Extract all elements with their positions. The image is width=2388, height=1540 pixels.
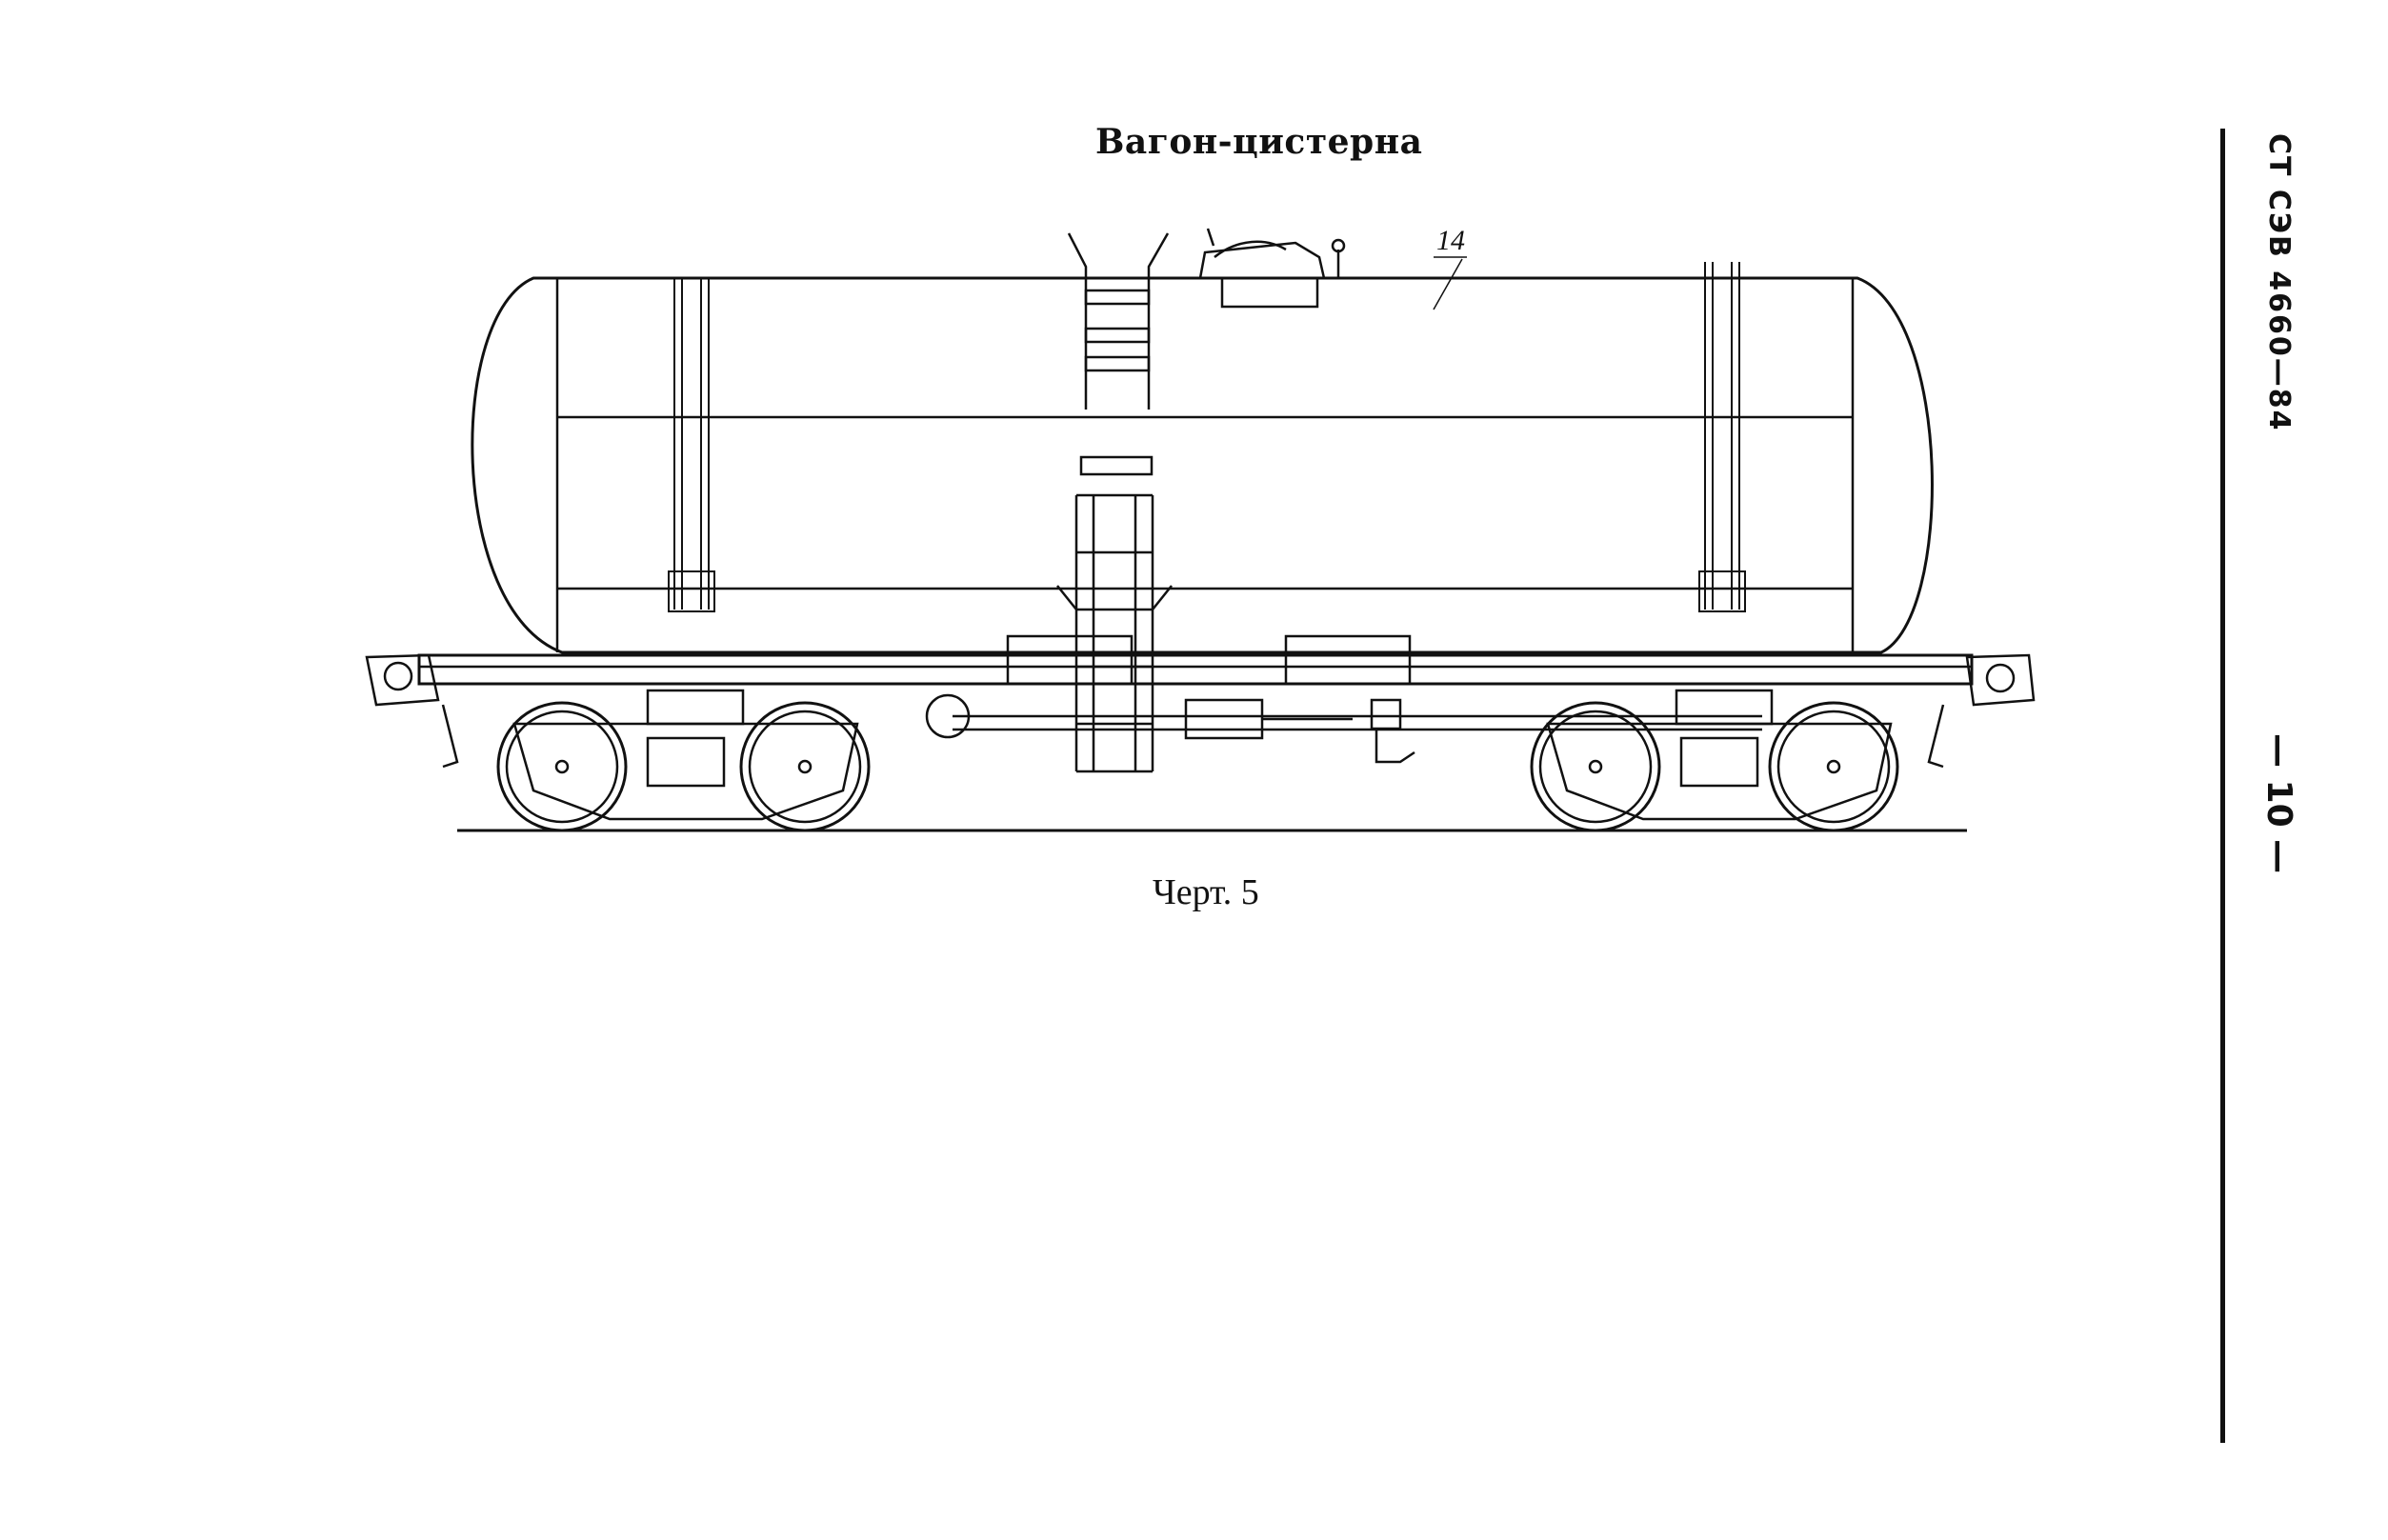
tank-body (471, 276, 1934, 654)
top-ladder (1067, 232, 1170, 410)
callout-label: 14 (1436, 225, 1465, 256)
tank-car-drawing: 14 (365, 225, 2036, 832)
figure-caption: Черт. 5 (1153, 872, 1259, 912)
brake-equipment (925, 693, 1415, 764)
left-bogie (496, 689, 871, 832)
underframe (417, 634, 1974, 731)
side-ladder (1056, 455, 1173, 773)
standard-code: СТ СЭВ 4660—84 (2262, 133, 2296, 432)
page-number: — 10 — (2259, 733, 2298, 874)
page-title: Вагон-цистерна (1095, 122, 1423, 162)
callout-14: 14 (1433, 225, 1467, 310)
top-dome (1198, 228, 1346, 309)
left-coupler (365, 653, 459, 769)
right-bogie (1530, 689, 1899, 832)
tank-straps (668, 262, 1746, 612)
right-coupler (1927, 653, 2036, 769)
margin-rule (2220, 129, 2225, 1443)
